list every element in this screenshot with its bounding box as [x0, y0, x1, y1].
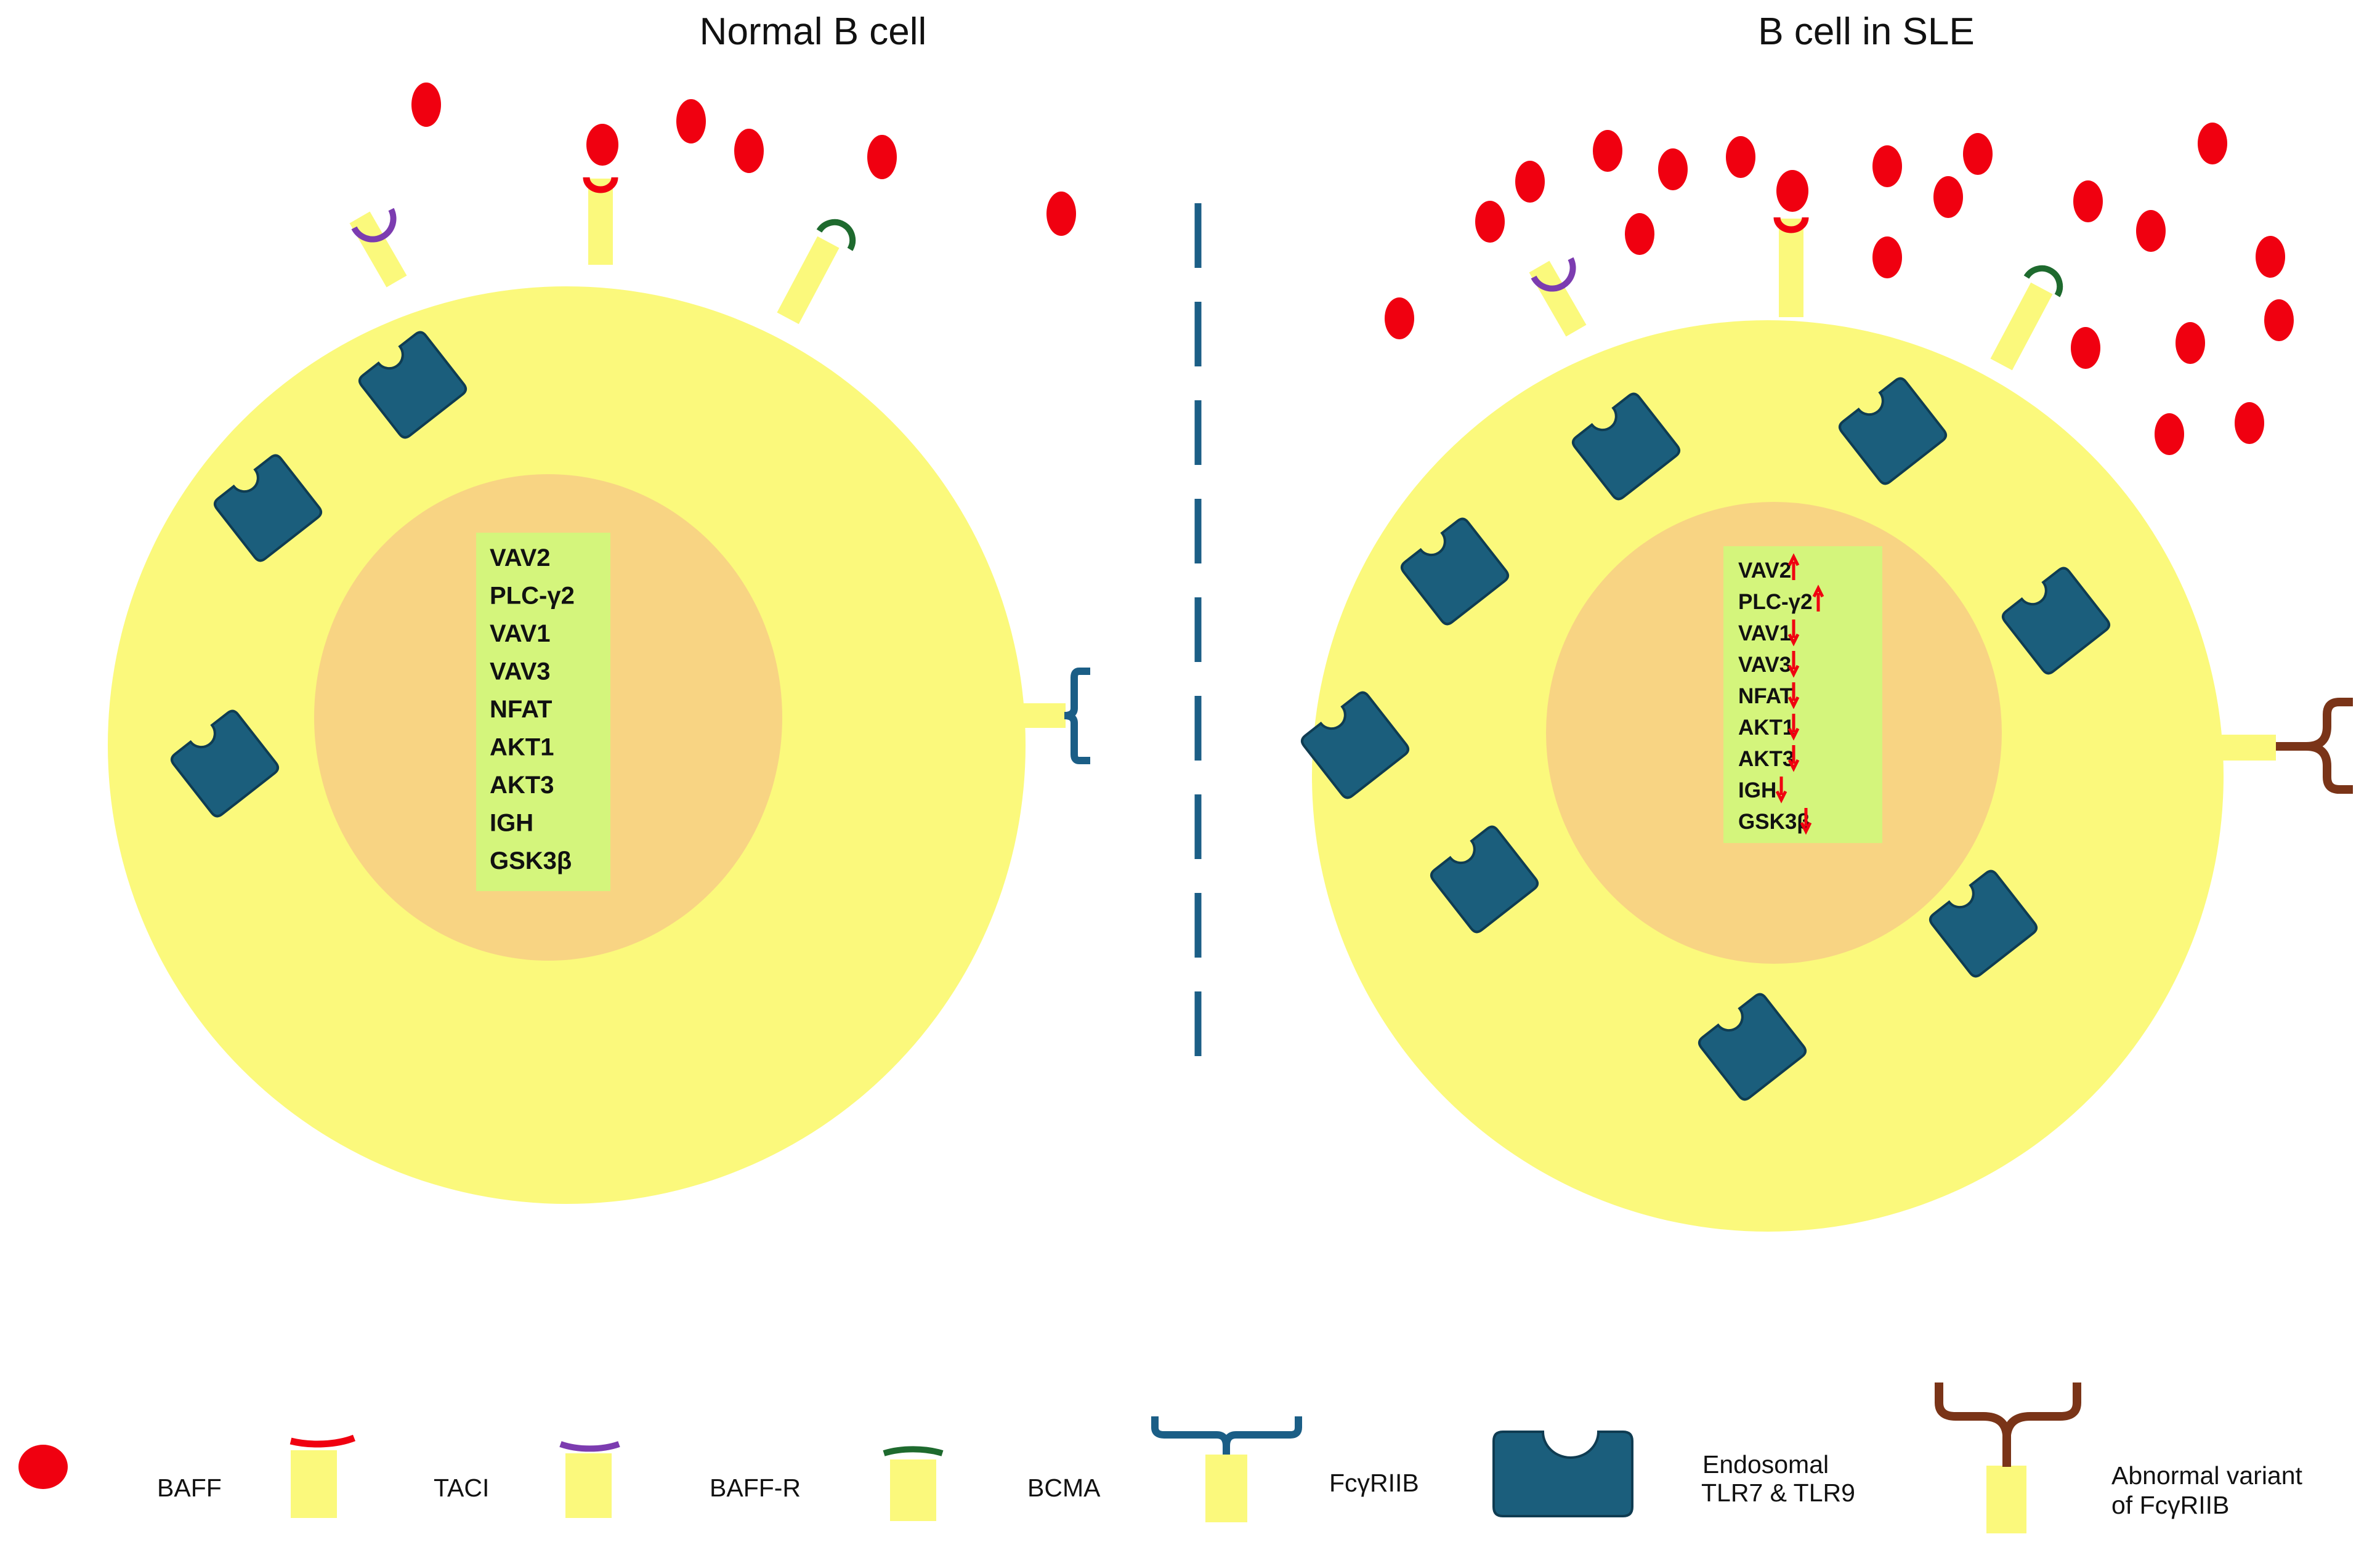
gene-label: VAV3 [1738, 653, 1791, 677]
baff-icon [1385, 297, 1414, 339]
gene-label: IGH [490, 810, 533, 837]
arrow-up-icon [1812, 584, 1824, 612]
right-panel-title: B cell in SLE [1758, 10, 1975, 53]
gene-box-normal [476, 533, 610, 891]
gene-label: VAV2 [490, 544, 551, 571]
baff-icon [1046, 192, 1076, 236]
arrow-down-icon [1787, 714, 1800, 741]
baff-icon [676, 99, 706, 143]
arrow-down-icon [1775, 777, 1787, 804]
baff-icon [1625, 213, 1654, 255]
baff-icon [734, 129, 764, 173]
gene-label: PLC-γ2 [490, 583, 575, 610]
legend-baff-label: BAFF [157, 1474, 222, 1502]
legend-abnormal-label-line2: of FcγRIIB [2111, 1491, 2229, 1519]
baff-icon [1726, 136, 1755, 178]
gene-label: VAV1 [490, 620, 551, 647]
left-panel-title: Normal B cell [700, 10, 927, 53]
gene-label: GSK3β [490, 847, 572, 874]
baff-cluster-right [1385, 123, 2294, 455]
arrow-up-icon [1787, 553, 1800, 580]
gene-label: NFAT [490, 696, 552, 723]
baff-r-receptor-right [1529, 257, 1587, 337]
baff-r-receptor-left [349, 208, 407, 288]
gene-box-sle [1723, 546, 1882, 843]
taci-receptor-right [1773, 217, 1809, 317]
gene-label: NFAT [1738, 684, 1793, 708]
gene-label: AKT3 [490, 772, 554, 799]
gene-label: GSK3β [1738, 810, 1810, 834]
baff-icon [1515, 161, 1545, 203]
gene-label: IGH [1738, 778, 1776, 802]
baff-icon [1933, 176, 1963, 218]
arrow-down-icon [1787, 651, 1800, 678]
bcma-receptor-right [1990, 265, 2063, 371]
baff-icon [1872, 236, 1902, 278]
baff-icon [1593, 130, 1622, 172]
legend-tlr-label-line1: Endosomal [1702, 1450, 1829, 1479]
gene-label: AKT1 [1738, 716, 1794, 740]
arrow-down-icon [1787, 682, 1800, 709]
legend-baff-r-label: BAFF-R [710, 1474, 801, 1502]
legend-tlr-label-line2: TLR7 & TLR9 [1701, 1479, 1855, 1507]
legend: BAFF TACI BAFF-R BCMA FcγRIIB Endosomal … [18, 1382, 2303, 1533]
legend-baff-icon [18, 1445, 68, 1489]
legend-abnormal-label-line1: Abnormal variant [2111, 1461, 2303, 1490]
baff-icon [1872, 145, 1902, 187]
legend-baff-r-icon [559, 1441, 620, 1518]
legend-bcma-icon [883, 1446, 944, 1521]
legend-fcgriib-icon [1151, 1416, 1302, 1522]
legend-fcgriib-label: FcγRIIB [1329, 1469, 1419, 1497]
baff-icon [411, 83, 441, 127]
baff-icon [2264, 299, 2294, 341]
baff-icon [2071, 327, 2100, 369]
gene-label: PLC-γ2 [1738, 590, 1813, 614]
arrow-down-icon [1787, 745, 1800, 772]
legend-abnormal-fcgriib-icon [1935, 1382, 2081, 1533]
bcma-receptor-left [777, 219, 856, 325]
legend-taci-label: TACI [434, 1474, 489, 1502]
baff-icon [2155, 413, 2184, 455]
baff-icon [2235, 402, 2264, 444]
gene-label: VAV2 [1738, 559, 1791, 583]
legend-taci-icon [289, 1434, 356, 1518]
baff-icon [1658, 148, 1688, 190]
baff-icon [2136, 210, 2166, 252]
baff-icon [2176, 322, 2205, 364]
baff-icon [1776, 170, 1808, 212]
gene-label: AKT3 [1738, 747, 1794, 771]
baff-icon [1963, 133, 1993, 175]
arrow-down-icon [1787, 620, 1800, 647]
baff-icon [1475, 201, 1505, 243]
legend-tlr-icon [1492, 1431, 1633, 1517]
gene-label: AKT1 [490, 734, 554, 761]
baff-icon [2198, 123, 2227, 164]
legend-bcma-label: BCMA [1027, 1474, 1101, 1502]
baff-icon [867, 135, 897, 179]
arrow-down-icon [1800, 808, 1812, 835]
baff-icon [2256, 236, 2285, 278]
abnormal-fcgriib-receptor-right [2217, 698, 2353, 794]
baff-cluster-left [411, 83, 1076, 236]
baff-icon [2073, 180, 2103, 222]
taci-receptor-left [583, 177, 618, 265]
baff-icon [586, 124, 618, 166]
gene-label: VAV1 [1738, 621, 1791, 645]
gene-label: VAV3 [490, 658, 551, 685]
